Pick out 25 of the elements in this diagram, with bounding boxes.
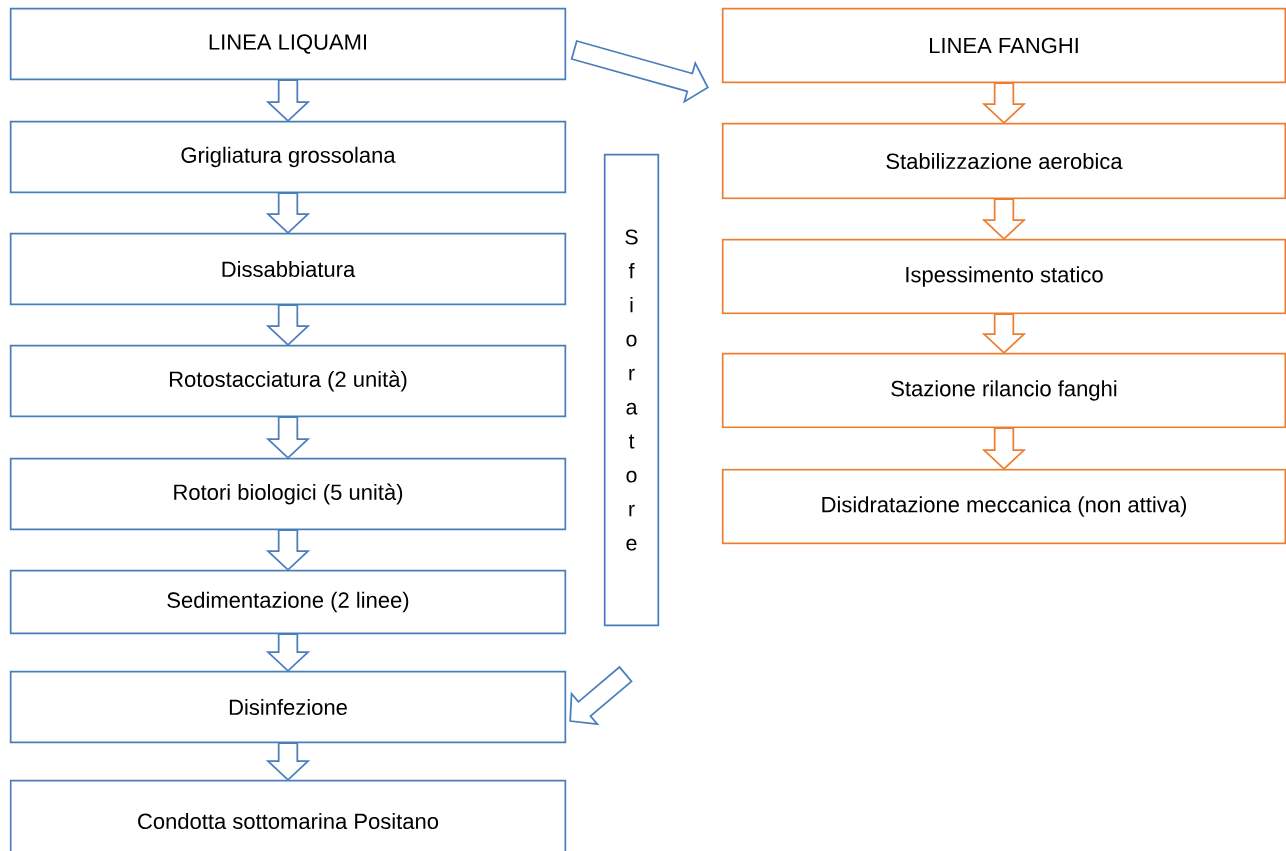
- block-arrow: [981, 427, 1027, 471]
- block-arrow: [265, 192, 311, 234]
- process-box: LINEA FANGHI: [721, 7, 1286, 84]
- block-arrow: [265, 529, 311, 571]
- process-box: Sedimentazione (2 linee): [9, 569, 567, 635]
- block-arrow: [981, 198, 1027, 241]
- process-box: Dissabbiatura: [9, 232, 567, 306]
- block-arrow: [981, 313, 1027, 355]
- process-box: Grigliatura grossolana: [9, 120, 567, 194]
- block-arrow: [981, 82, 1027, 124]
- block-arrow: [265, 79, 311, 122]
- block-arrow: [265, 416, 311, 459]
- process-box: Rotostacciatura (2 unità): [9, 344, 567, 418]
- process-box: Disidratazione meccanica (non attiva): [721, 468, 1286, 545]
- process-box: Stabilizzazione aerobica: [721, 122, 1286, 200]
- block-arrow: [265, 633, 311, 672]
- process-box: LINEA LIQUAMI: [9, 7, 567, 81]
- process-box: Ispessimento statico: [721, 238, 1286, 315]
- block-arrow: [265, 304, 311, 346]
- process-box: Disinfezione: [9, 670, 567, 744]
- process-box: Rotori biologici (5 unità): [9, 457, 567, 531]
- process-box: Condotta sottomarina Positano: [9, 779, 567, 851]
- process-box: Stazione rilancio fanghi: [721, 352, 1286, 429]
- process-box: Sfioratore: [603, 153, 660, 627]
- block-arrow: [265, 742, 311, 781]
